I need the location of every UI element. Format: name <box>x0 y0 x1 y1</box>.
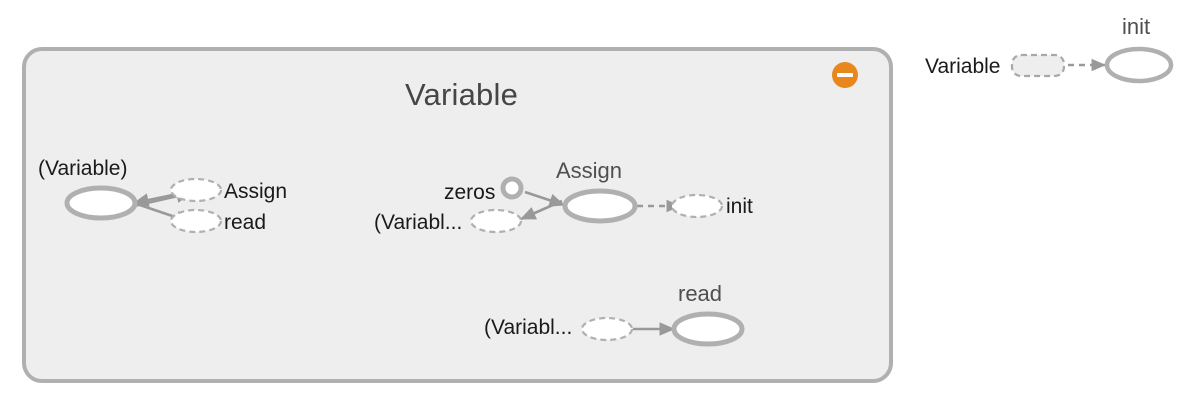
side-node-label-variable: Variable <box>925 55 1001 78</box>
side-node-init[interactable] <box>1104 46 1174 84</box>
minus-icon[interactable] <box>832 62 858 88</box>
minus-icon-bar <box>837 73 853 77</box>
node-label-variable-input-read: (Variabl... <box>484 316 573 339</box>
node-label-variable-input-assign: (Variabl... <box>374 211 463 234</box>
side-cluster-title-init: init <box>1122 14 1151 39</box>
node-label-read-target: read <box>224 211 267 234</box>
cluster-title-read: read <box>678 281 723 306</box>
panel-title: Variable <box>404 77 519 112</box>
node-label-variable-source: (Variable) <box>38 157 128 180</box>
node-label-zeros: zeros <box>444 181 496 204</box>
node-label-init-target: init <box>726 195 753 218</box>
side-node-variable[interactable] <box>1010 53 1066 78</box>
node-label-assign-target: Assign <box>224 180 288 203</box>
cluster-title-assign: Assign <box>556 158 623 183</box>
